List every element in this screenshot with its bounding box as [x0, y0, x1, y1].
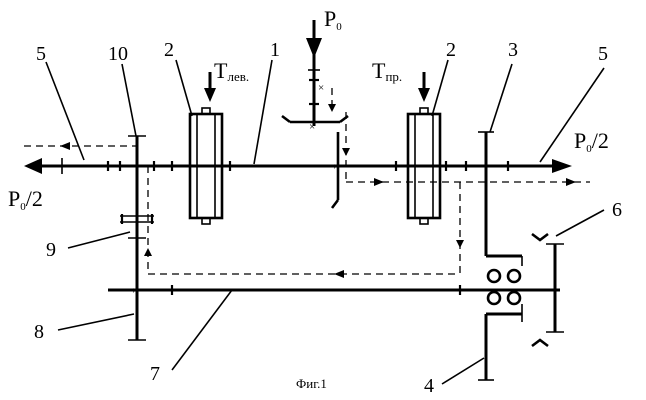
label-1: 1	[270, 39, 280, 61]
label-9: 9	[46, 239, 56, 261]
input-shaft: × × ×	[282, 20, 348, 208]
svg-text:×: ×	[309, 121, 315, 133]
main-shaft	[24, 158, 572, 174]
label-7: 7	[150, 363, 160, 385]
label-2-right: 2	[446, 39, 456, 61]
label-2-left: 2	[164, 39, 174, 61]
svg-text:×: ×	[333, 161, 339, 173]
load-p0-input: P0	[324, 6, 342, 33]
figure-caption: Фиг.1	[296, 376, 327, 391]
label-8: 8	[34, 321, 44, 343]
label-10: 10	[108, 43, 128, 65]
load-p0-left-output: P0/2	[8, 186, 43, 213]
label-5-right: 5	[598, 43, 608, 65]
label-3: 3	[508, 39, 518, 61]
label-5-left: 5	[36, 43, 46, 65]
torque-right: Tпр.	[372, 58, 402, 84]
svg-text:×: ×	[132, 285, 138, 297]
right-gear-train	[466, 132, 564, 380]
svg-text:×: ×	[318, 82, 324, 94]
load-p0-right-output: P0/2	[574, 128, 609, 155]
left-housing	[172, 72, 230, 224]
label-6: 6	[612, 199, 622, 221]
force-flow-lines	[24, 88, 590, 278]
label-4: 4	[424, 375, 434, 397]
torque-left: Tлев.	[214, 58, 249, 84]
